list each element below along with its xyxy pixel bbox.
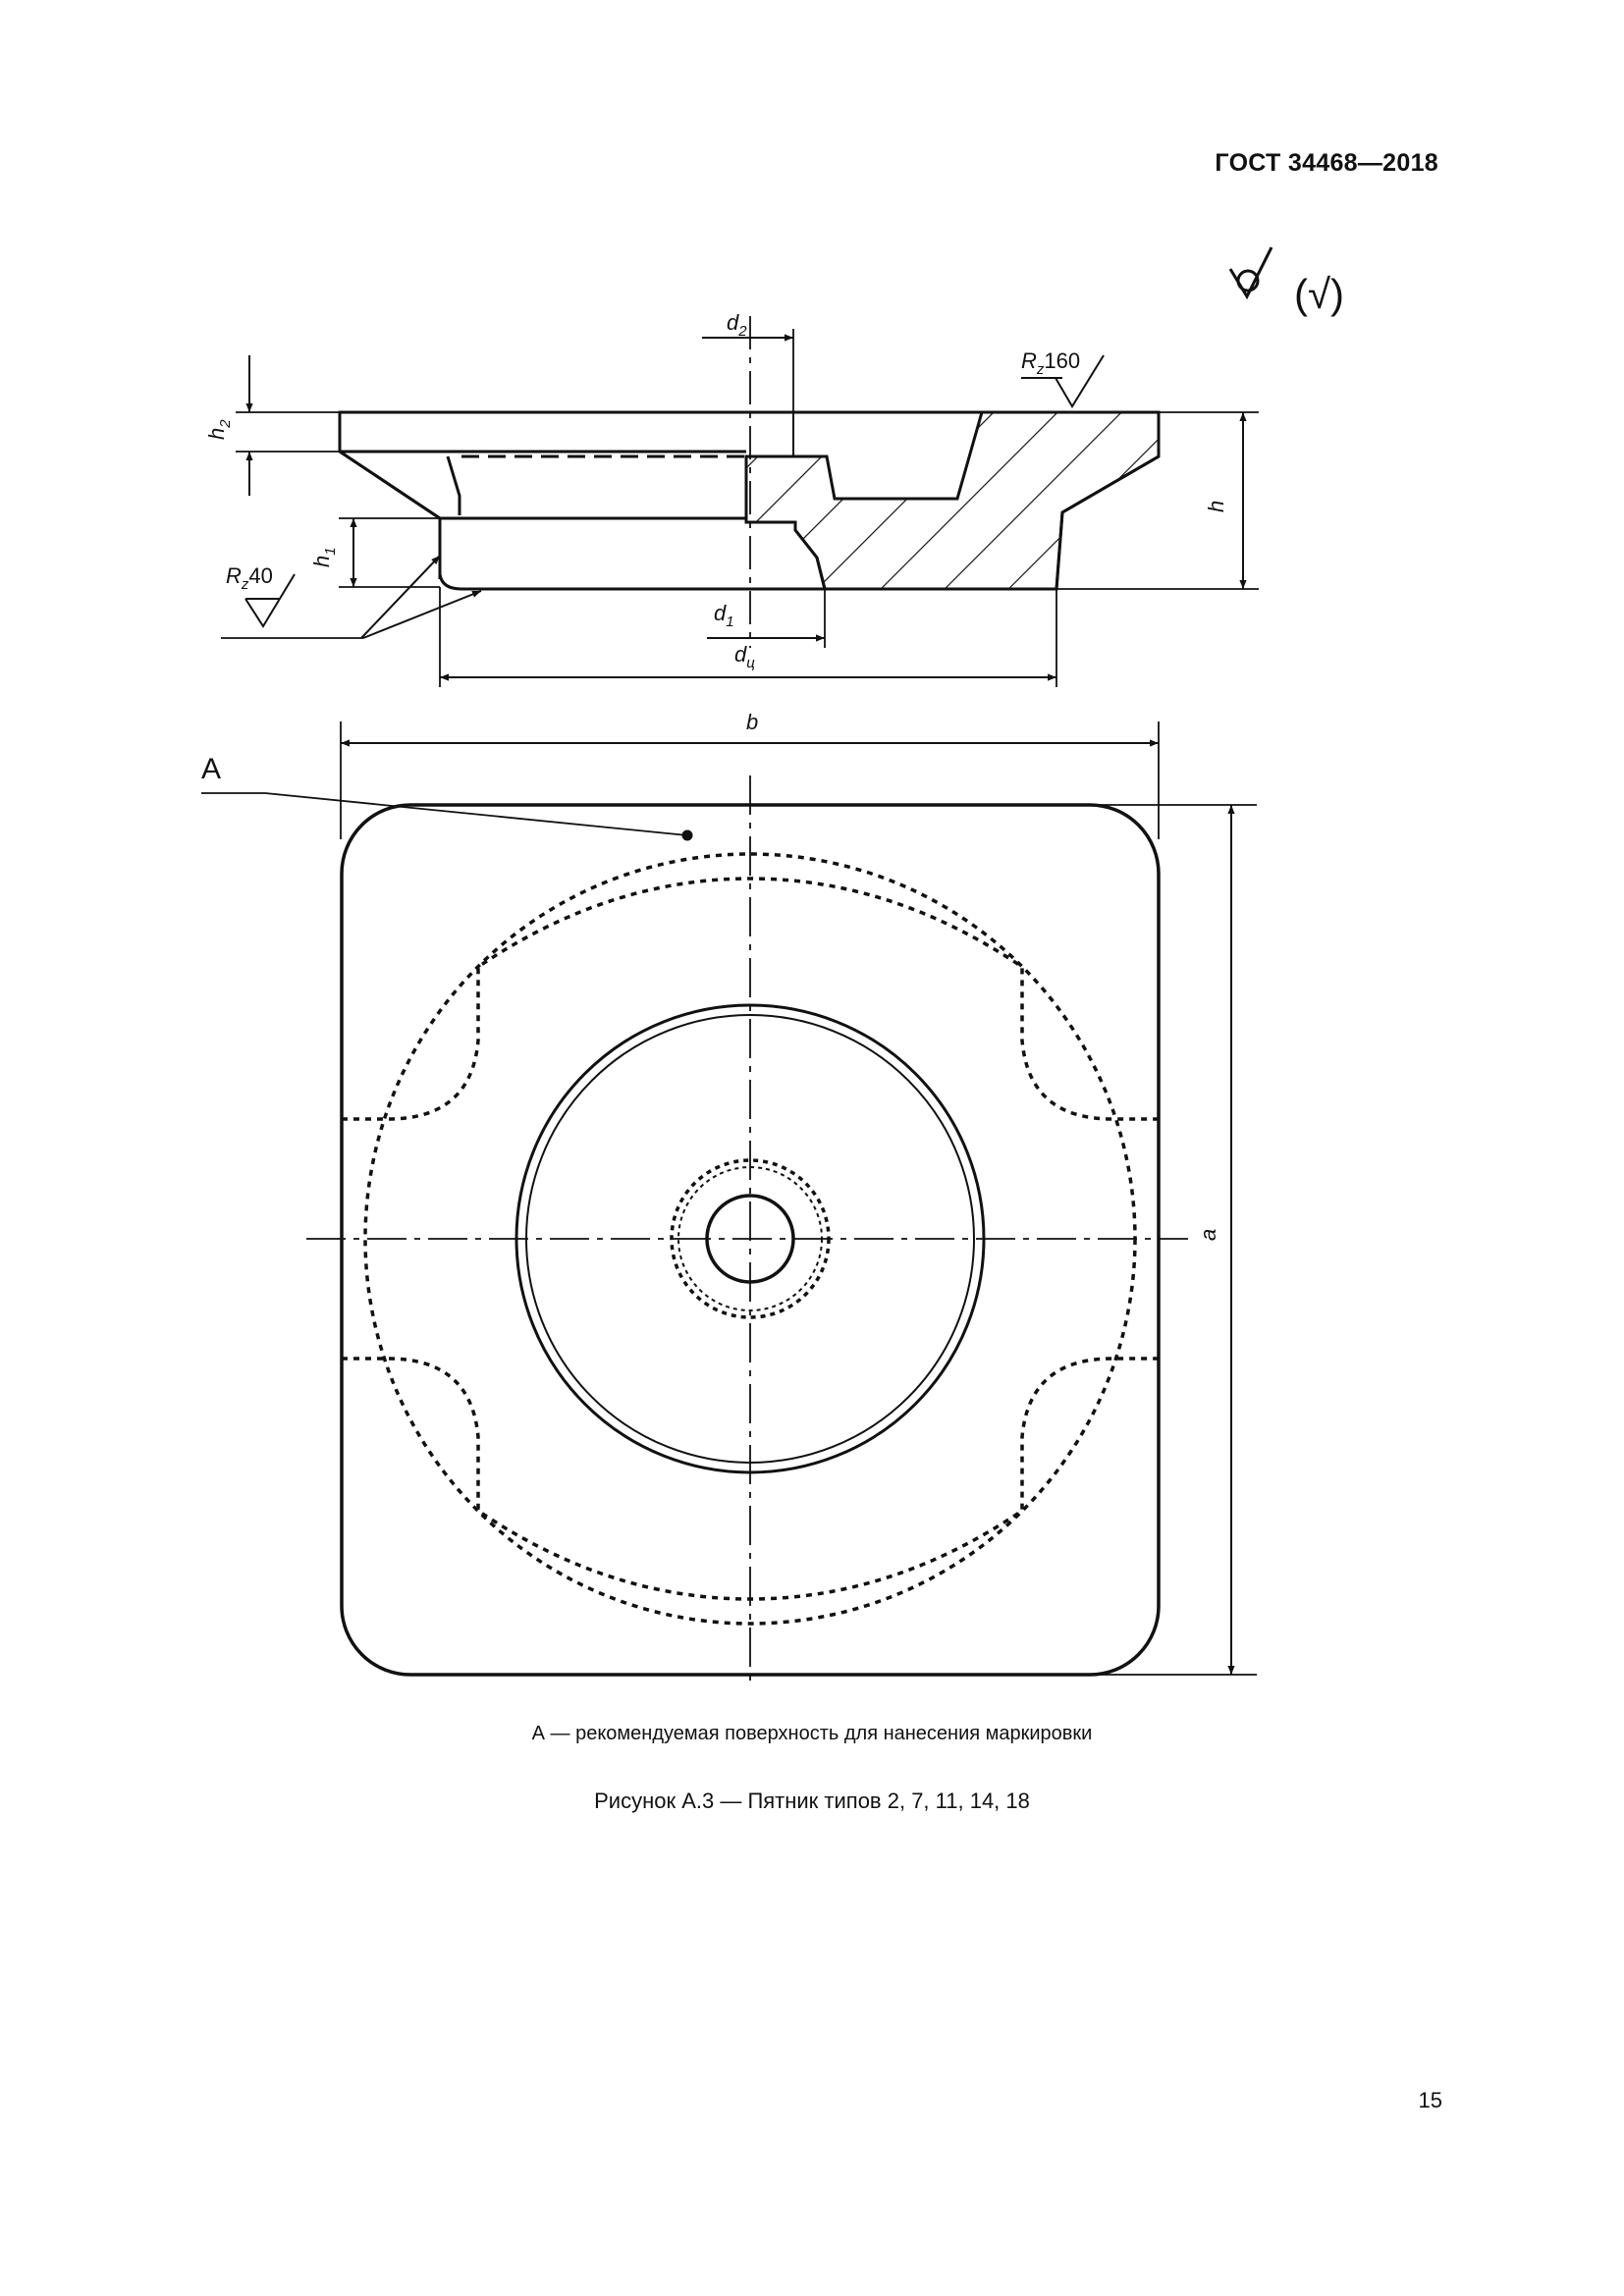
svg-text:b: b: [746, 710, 758, 734]
hatched-section: [744, 410, 1161, 591]
section-view: d2 Rz160 h2 h1 h Rz40 d1 dц: [204, 310, 1259, 687]
svg-text:h: h: [1204, 501, 1228, 512]
plan-view: b a A: [201, 710, 1257, 1688]
page-number: 15: [1418, 2088, 1442, 2112]
svg-text:d2: d2: [727, 310, 747, 340]
svg-text:h2: h2: [204, 419, 234, 440]
rz40-roughness: [244, 573, 296, 628]
standard-header: ГОСТ 34468—2018: [1215, 149, 1438, 177]
svg-text:Rz40: Rz40: [226, 563, 273, 593]
roughness-bracket: (√): [1294, 271, 1344, 317]
svg-text:dц: dц: [734, 642, 755, 671]
rz160-roughness: [1021, 354, 1105, 408]
figure-caption: Рисунок А.3 — Пятник типов 2, 7, 11, 14,…: [594, 1789, 1030, 1813]
svg-text:h1: h1: [309, 547, 339, 567]
svg-text:Rz160: Rz160: [1021, 348, 1080, 378]
marking-area-label: A: [201, 753, 221, 785]
roughness-circle-icon: [1236, 269, 1260, 293]
roughness-check-icon: [1228, 246, 1273, 300]
roughness-symbol: (√): [1228, 246, 1344, 317]
svg-text:a: a: [1196, 1229, 1220, 1241]
svg-text:d1: d1: [714, 601, 734, 630]
figure-legend: А — рекомендуемая поверхность для нанесе…: [531, 1723, 1093, 1744]
